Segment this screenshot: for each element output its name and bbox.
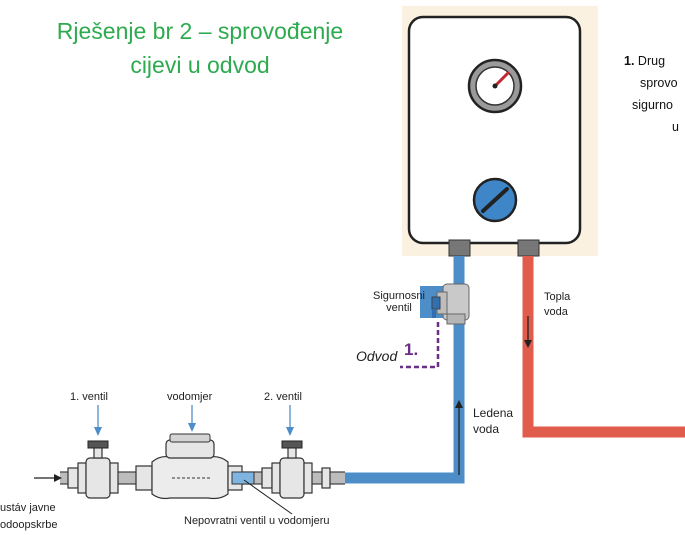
- hot-water-label-1: Topla: [544, 291, 571, 303]
- safety-valve-label-1: Sigurnosni: [373, 290, 425, 302]
- note-number: 1.: [624, 54, 635, 68]
- check-valve-pointer: [243, 479, 293, 515]
- title-line-2: cijevi u odvod: [130, 52, 270, 78]
- drain-line: [400, 322, 440, 369]
- temperature-knob-icon: [472, 177, 518, 223]
- supply-label-1: ustáv javne: [0, 502, 56, 514]
- water-heater: [407, 15, 582, 245]
- supply-label: ustáv javne odoopskrbe: [0, 500, 58, 534]
- safety-valve-icon: [431, 283, 470, 325]
- cold-water-label-1: Ledena: [473, 406, 514, 420]
- note-line-3: sigurno: [632, 98, 673, 112]
- hot-fitting: [517, 239, 540, 257]
- safety-valve-label-2: ventil: [386, 302, 412, 314]
- note-text-1: Drug: [637, 54, 666, 68]
- safety-valve-label: Sigurnosni ventil: [368, 290, 430, 314]
- valve-2-icon: [261, 440, 331, 499]
- check-valve-label: Nepovratni ventil u vodomjeru: [184, 515, 330, 527]
- drain-number: 1.: [404, 340, 419, 359]
- hot-water-label-2: voda: [544, 306, 568, 318]
- cold-fitting: [448, 239, 471, 257]
- side-note: 1. Drug sprovo sigurno u: [624, 50, 679, 138]
- note-line-2: sprovo: [640, 76, 678, 90]
- cold-water-pipe: [345, 256, 465, 484]
- valve-1-icon: [67, 440, 119, 499]
- cold-water-label-2: voda: [473, 422, 500, 436]
- note-line-1: 1. Drug: [624, 50, 679, 72]
- valve-1-label: 1. ventil: [70, 391, 108, 403]
- cold-water-label: Ledena voda: [473, 405, 513, 437]
- note-line-4: u: [672, 120, 679, 134]
- supply-label-2: odoopskrbe: [0, 519, 58, 531]
- title-line-1: Rješenje br 2 – sprovođenje: [56, 18, 344, 44]
- water-meter-icon: [135, 433, 255, 500]
- water-meter-label: vodomjer: [167, 391, 213, 403]
- hot-water-label: Topla voda: [544, 290, 570, 320]
- page-title: Rješenje br 2 – sprovođenje cijevi u odv…: [20, 14, 380, 82]
- pressure-gauge-icon: [467, 58, 523, 114]
- hot-water-pipe: [522, 256, 685, 438]
- valve-2-label: 2. ventil: [264, 391, 302, 403]
- drain-label: Odvod: [356, 348, 398, 364]
